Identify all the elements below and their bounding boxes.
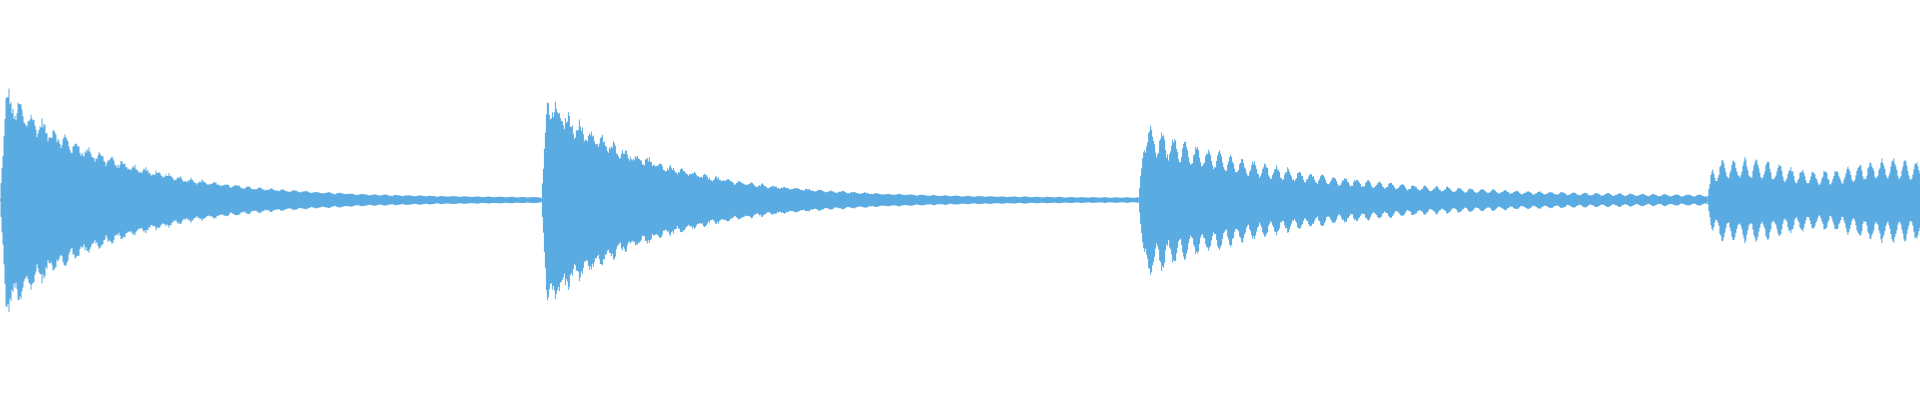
waveform-envelope	[0, 88, 1920, 313]
